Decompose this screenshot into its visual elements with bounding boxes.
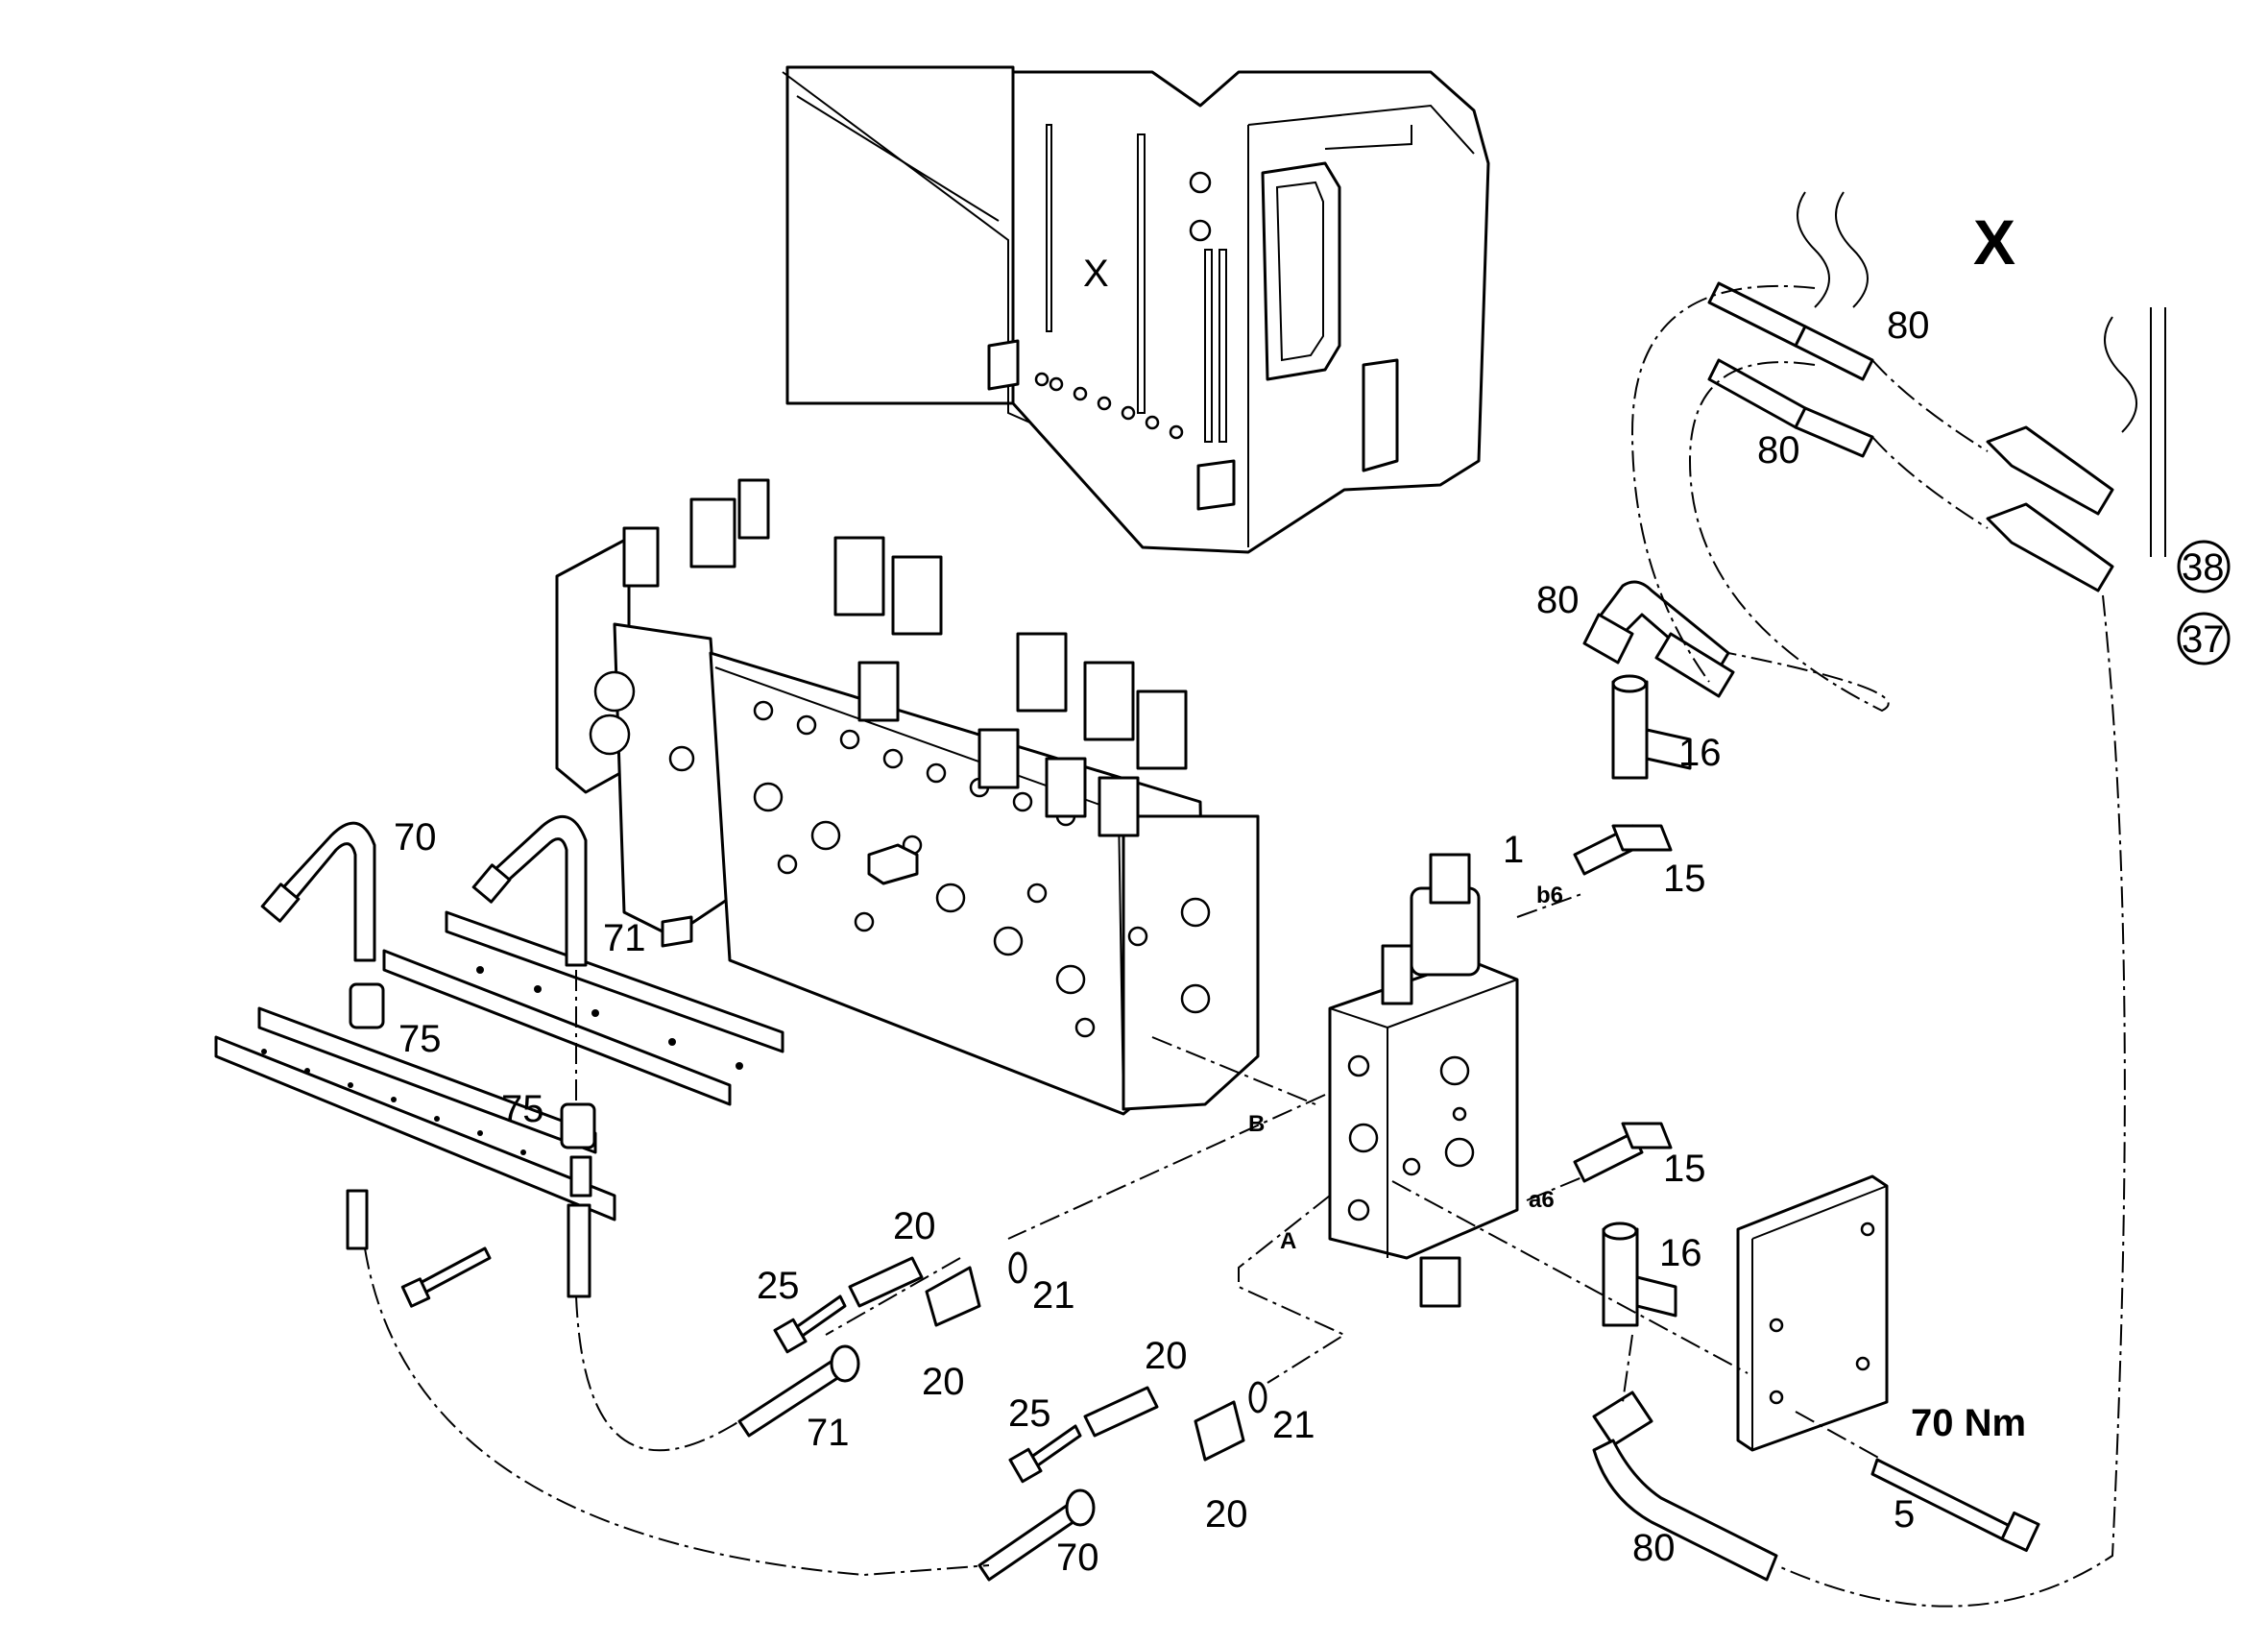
callout-80-top2: 80 xyxy=(1757,429,1800,472)
valve-block-1 xyxy=(1328,853,1519,1308)
callout-71-top: 71 xyxy=(603,917,646,959)
elbow-80-upper xyxy=(1582,580,1735,698)
callout-16-top: 16 xyxy=(1678,732,1722,774)
view-marker-x: X xyxy=(1973,206,2015,278)
flange-assembly-upper xyxy=(737,1251,1027,1438)
hose-38-37 xyxy=(1986,425,2114,593)
callout-38: 38 xyxy=(2182,546,2225,589)
callout-75-a: 75 xyxy=(398,1018,442,1060)
callout-21-a: 21 xyxy=(1032,1274,1075,1317)
flange-assembly-lower xyxy=(977,1381,1267,1582)
callout-70-top: 70 xyxy=(394,816,437,859)
main-control-valve xyxy=(555,478,1260,1116)
callout-16-mid: 16 xyxy=(1659,1232,1702,1274)
callout-37: 37 xyxy=(2182,618,2225,661)
callout-70-bottom: 70 xyxy=(1056,1536,1099,1579)
wavy-cables xyxy=(1797,191,2166,557)
elbow-80-lower xyxy=(1592,1391,1778,1582)
bolt-5 xyxy=(1870,1458,2040,1553)
tee-16-upper xyxy=(1611,674,1692,780)
callout-circle-37 xyxy=(2177,612,2231,665)
bolt-lower-left xyxy=(400,1246,492,1308)
callout-80-bottom: 80 xyxy=(1632,1527,1676,1569)
tee-15-lower xyxy=(1573,1122,1673,1183)
callout-80-top1: 80 xyxy=(1887,304,1930,347)
callout-15-mid: 15 xyxy=(1663,1148,1706,1190)
callout-20-a: 20 xyxy=(893,1205,936,1247)
view-marker-frame: X xyxy=(1083,253,1109,295)
callout-15-top: 15 xyxy=(1663,858,1706,900)
torque-label: 70 Nm xyxy=(1911,1402,2026,1444)
hose-80-upper-right xyxy=(1707,281,1874,458)
callout-21-b: 21 xyxy=(1272,1404,1315,1446)
callout-1: 1 xyxy=(1503,829,1524,871)
port-B: B xyxy=(1248,1111,1265,1137)
callout-80-elbow: 80 xyxy=(1536,579,1580,621)
port-b6: b6 xyxy=(1536,883,1563,908)
callout-circle-38 xyxy=(2177,540,2231,593)
callout-5: 5 xyxy=(1894,1493,1915,1536)
plate-5 xyxy=(1736,1174,1889,1452)
bushing-75 xyxy=(349,982,596,1149)
callout-20-b: 20 xyxy=(922,1361,965,1403)
port-a6: a6 xyxy=(1529,1187,1555,1213)
tee-16-lower xyxy=(1602,1222,1677,1327)
hose-stubs xyxy=(346,1155,592,1298)
callout-25-a: 25 xyxy=(757,1265,800,1307)
hose-71-top xyxy=(471,815,588,967)
port-A: A xyxy=(1280,1228,1296,1254)
callout-75-b: 75 xyxy=(501,1088,544,1130)
routing-lines xyxy=(364,284,2126,1608)
hose-70-top xyxy=(260,821,376,962)
callout-25-b: 25 xyxy=(1008,1392,1051,1435)
tee-15-upper xyxy=(1573,824,1673,876)
labels: X X 80 80 80 38 37 16 1 15 15 16 80 70 N… xyxy=(394,206,2225,1579)
callout-20-c: 20 xyxy=(1145,1335,1188,1377)
callout-71-bottom: 71 xyxy=(807,1412,850,1454)
mounting-rails xyxy=(214,910,784,1222)
callout-20-d: 20 xyxy=(1205,1493,1248,1536)
frame-structure xyxy=(782,65,1490,554)
